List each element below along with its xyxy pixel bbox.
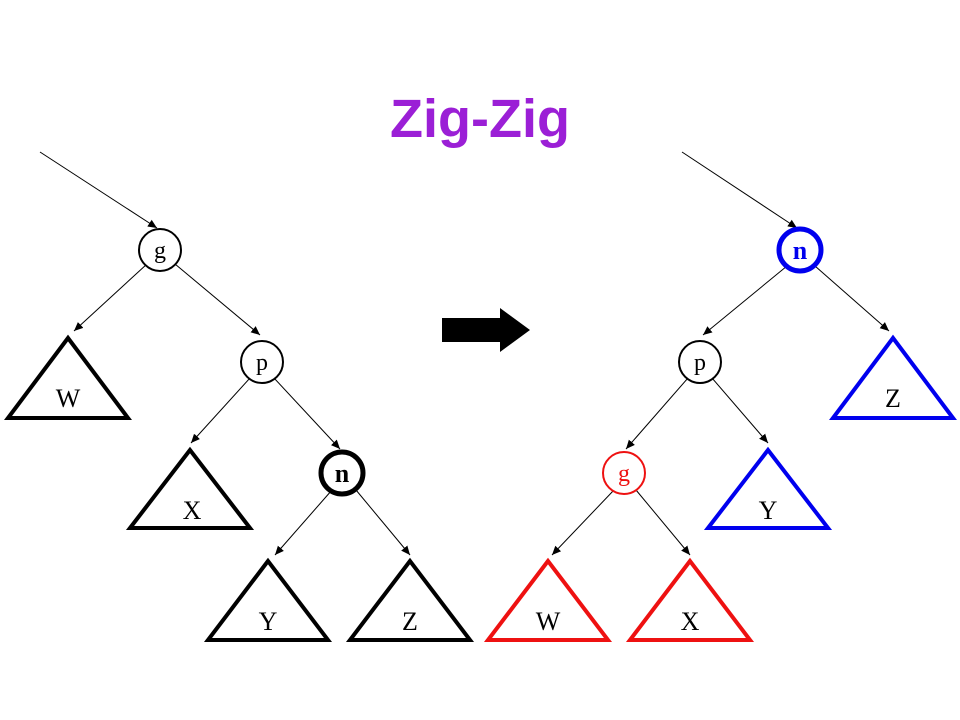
before-node-g: g bbox=[138, 228, 182, 272]
after-edge-g-X bbox=[635, 489, 691, 556]
after-subtree-W: W bbox=[483, 557, 613, 642]
before-subtree-Z-label: Z bbox=[402, 607, 418, 636]
after-edge-n-Z bbox=[814, 265, 890, 332]
before-node-n: n bbox=[318, 449, 366, 497]
before-subtree-Y: Y bbox=[203, 557, 333, 642]
after-subtree-Z: Z bbox=[829, 334, 957, 420]
before-subtree-Z: Z bbox=[345, 557, 475, 642]
before-edge-n-Z bbox=[355, 489, 411, 556]
before-edge-p-n bbox=[273, 377, 341, 450]
before-subtree-W-label: W bbox=[56, 384, 81, 413]
before-edge-p-X bbox=[190, 377, 251, 444]
before-edge-n-Y bbox=[274, 489, 333, 556]
before-subtree-W: W bbox=[4, 334, 132, 420]
before-node-g-label: g bbox=[154, 238, 166, 264]
after-node-g: g bbox=[602, 451, 646, 495]
after-subtree-X-label: X bbox=[681, 607, 700, 636]
after-subtree-Z-label: Z bbox=[885, 384, 901, 413]
after-tree: Z Y W X n p bbox=[483, 151, 957, 642]
after-edge-p-Y bbox=[711, 377, 769, 444]
after-node-p: p bbox=[678, 340, 722, 384]
before-edge-g-W bbox=[73, 263, 148, 332]
after-subtree-Y-label: Y bbox=[759, 496, 778, 525]
right-arrow-icon bbox=[442, 308, 530, 352]
slide-title: Zig-Zig bbox=[390, 89, 570, 149]
before-subtree-Y-label: Y bbox=[259, 607, 278, 636]
before-node-n-label: n bbox=[335, 459, 350, 488]
after-node-p-label: p bbox=[694, 350, 706, 376]
after-node-n: n bbox=[776, 226, 824, 274]
before-subtree-X-label: X bbox=[183, 496, 202, 525]
before-node-p: p bbox=[240, 340, 284, 384]
after-subtree-X: X bbox=[625, 557, 755, 642]
after-node-g-label: g bbox=[618, 461, 630, 487]
after-edge-root-n bbox=[681, 151, 798, 229]
after-node-n-label: n bbox=[793, 236, 808, 265]
after-subtree-Y: Y bbox=[703, 446, 833, 530]
before-subtree-X: X bbox=[125, 446, 255, 530]
before-tree: W X Y Z g p bbox=[4, 151, 475, 642]
after-edge-n-p bbox=[702, 265, 788, 336]
after-subtree-W-label: W bbox=[536, 607, 561, 636]
after-edge-p-g bbox=[625, 377, 689, 450]
before-edge-g-p bbox=[174, 263, 261, 336]
before-node-p-label: p bbox=[256, 350, 268, 376]
before-edge-root-g bbox=[39, 151, 158, 229]
after-edge-g-W bbox=[551, 489, 615, 556]
